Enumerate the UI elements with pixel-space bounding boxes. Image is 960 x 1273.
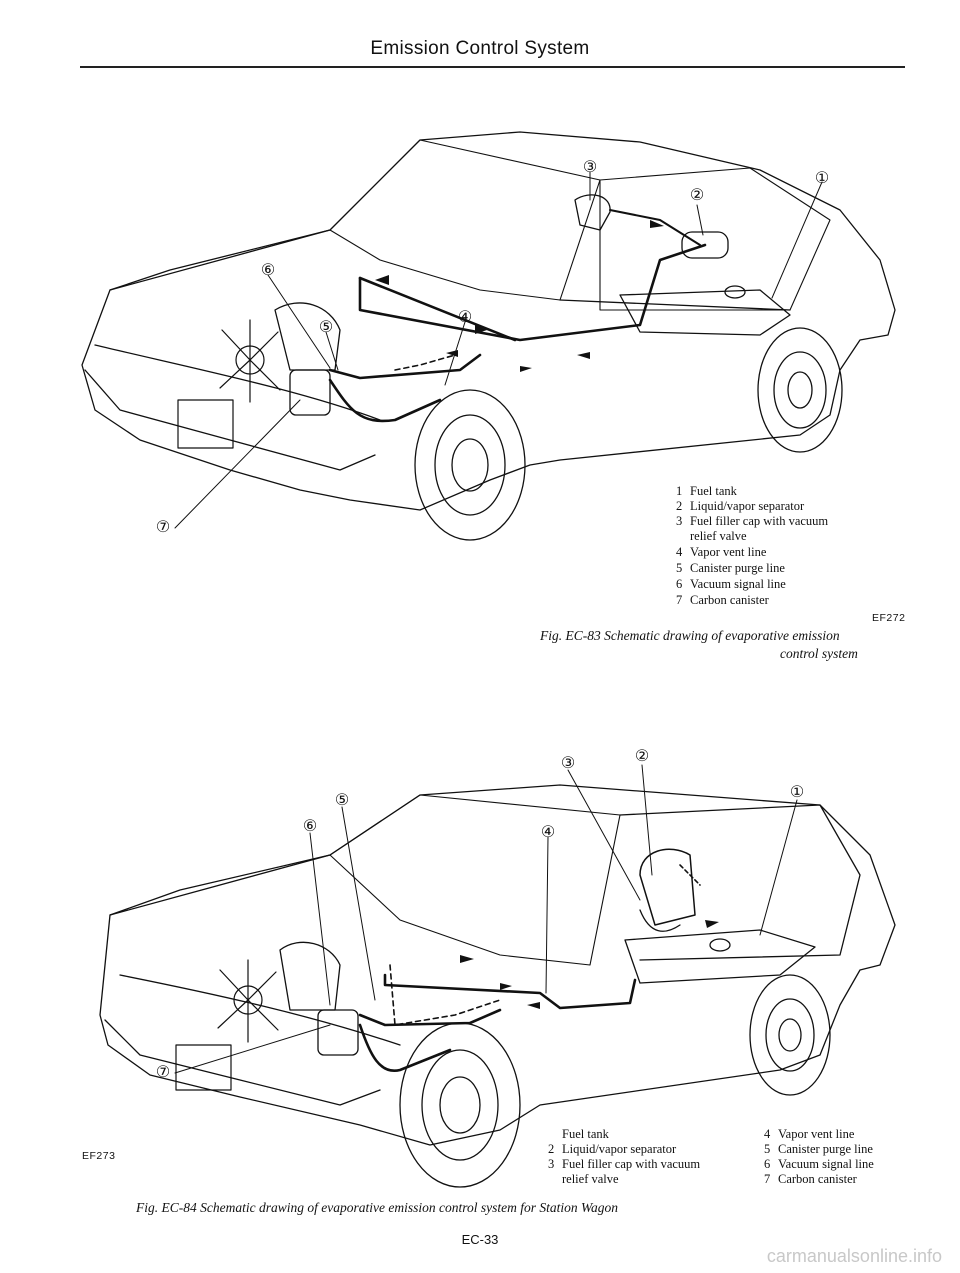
page-number: EC-33 [461,1232,499,1247]
figure1-caption-line2: control system [780,646,858,661]
figure2-code: EF273 [82,1150,116,1162]
callout-4: ④ [458,309,472,326]
wagon-schematic-drawing: ① ② ③ ④ ⑤ ⑥ ⑦ [99,748,896,1188]
sedan-schematic-drawing: ① ② ③ ④ ⑤ ⑥ ⑦ [81,131,896,541]
callout-5: ⑤ [335,792,349,809]
legend-item: Fuel tank [562,1127,609,1141]
callout-5: ⑤ [319,319,333,336]
figure2-caption: Fig. EC-84 Schematic drawing of evaporat… [136,1200,618,1215]
figure1-caption-line1: Fig. EC-83 Schematic drawing of evaporat… [540,628,840,643]
callout-7: ⑦ [156,1064,170,1081]
callout-6: ⑥ [303,818,317,835]
callout-1: ① [815,170,829,187]
legend-item: relief valve [562,1172,619,1186]
callout-2: ② [690,187,704,204]
callout-3: ③ [583,159,597,176]
page-title: Emission Control System [370,38,590,59]
watermark: carmanualsonline.info [766,1246,942,1266]
callout-7: ⑦ [156,519,170,536]
legend-item: relief valve [690,529,747,543]
header-rule [80,66,905,68]
callout-6: ⑥ [261,262,275,279]
callout-3: ③ [561,755,575,772]
callout-4: ④ [541,824,555,841]
callout-2: ② [635,748,649,765]
callout-1: ① [790,784,804,801]
figure1-code: EF272 [872,612,906,624]
